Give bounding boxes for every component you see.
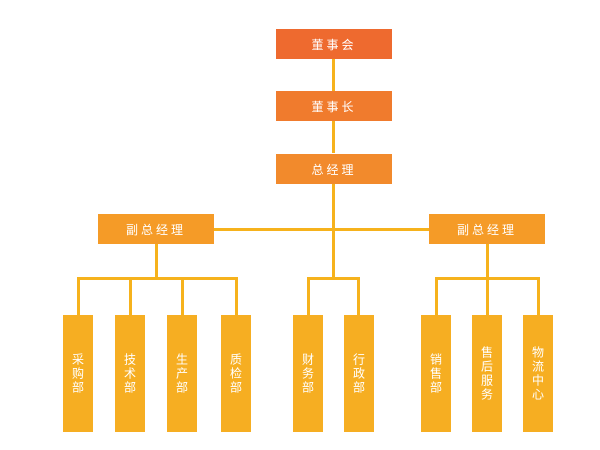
connector-center-bus <box>307 277 360 280</box>
left-vp-box: 副总经理 <box>98 214 214 244</box>
connector-chairman-gm <box>332 121 335 153</box>
connector-left-drop-4 <box>235 277 238 315</box>
chairman-box: 董事长 <box>276 91 392 121</box>
dept-after-sales: 售后服务 <box>472 315 502 432</box>
dept-finance: 财务部 <box>293 315 323 432</box>
connector-vp-horizontal <box>213 228 430 231</box>
connector-left-vp-down <box>155 243 158 279</box>
connector-left-bus <box>77 277 238 280</box>
dept-technology: 技术部 <box>115 315 145 432</box>
connector-center-drop-1 <box>307 277 310 315</box>
dept-quality: 质检部 <box>221 315 251 432</box>
dept-administration: 行政部 <box>344 315 374 432</box>
connector-center-drop-2 <box>357 277 360 315</box>
dept-production: 生产部 <box>167 315 197 432</box>
connector-gm-down <box>332 184 335 278</box>
dept-procurement: 采购部 <box>63 315 93 432</box>
connector-left-drop-1 <box>77 277 80 315</box>
right-vp-box: 副总经理 <box>429 214 545 244</box>
general-manager-box: 总经理 <box>276 154 392 184</box>
connector-left-drop-3 <box>181 277 184 315</box>
connector-right-vp-down <box>486 243 489 279</box>
dept-sales: 销售部 <box>421 315 451 432</box>
connector-right-drop-1 <box>435 277 438 315</box>
connector-right-drop-2 <box>486 277 489 315</box>
board-box: 董事会 <box>276 29 392 59</box>
connector-left-drop-2 <box>129 277 132 315</box>
connector-right-drop-3 <box>537 277 540 315</box>
connector-board-chairman <box>332 58 335 91</box>
dept-logistics: 物流中心 <box>523 315 553 432</box>
